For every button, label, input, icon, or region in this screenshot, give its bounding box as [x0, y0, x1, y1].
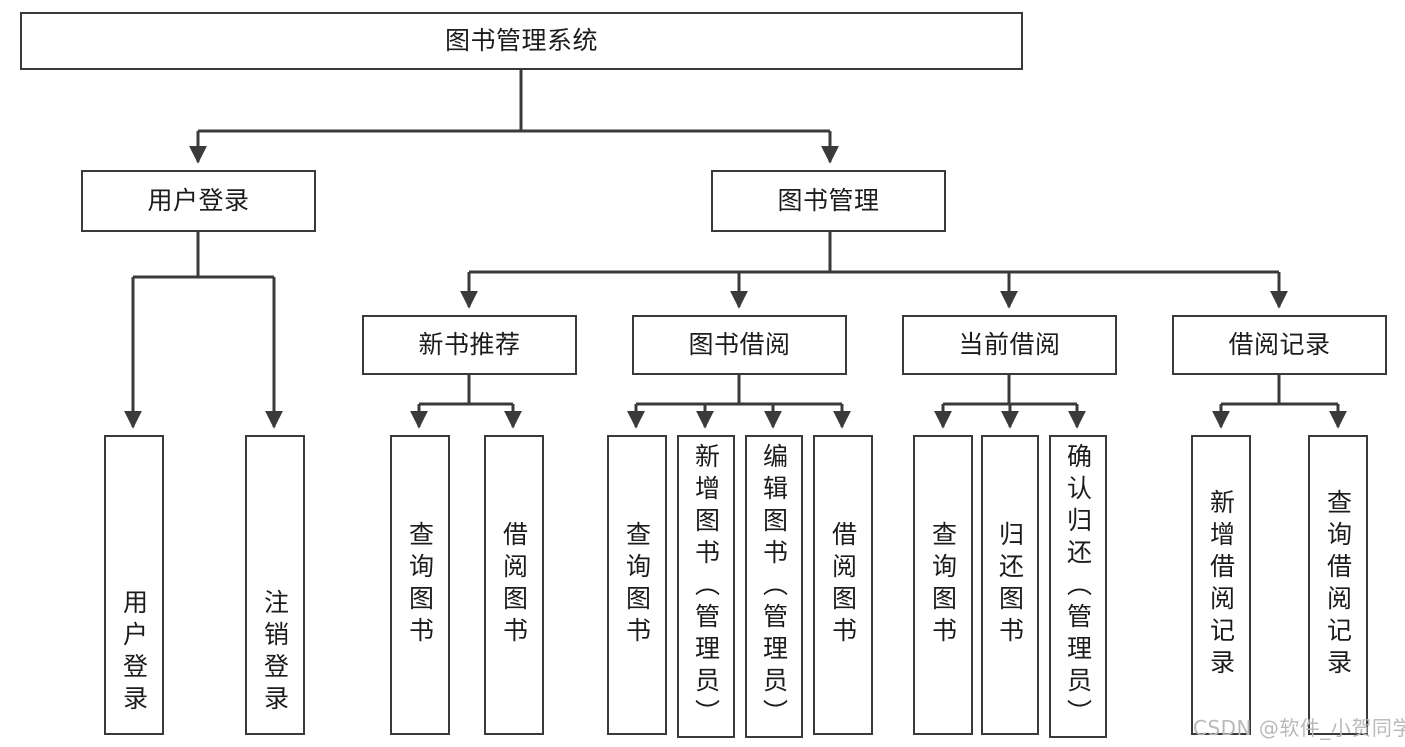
- node-leaf-bb-edit-book[interactable]: 编辑图书（管理员）: [745, 435, 803, 738]
- node-root-system[interactable]: 图书管理系统: [20, 12, 1023, 70]
- node-leaf-br-query-record-label: 查询借阅记录: [1323, 489, 1353, 681]
- node-leaf-logout-label: 注销登录: [260, 589, 290, 717]
- node-book-manage[interactable]: 图书管理: [711, 170, 946, 232]
- node-leaf-nb-query-book[interactable]: 查询图书: [390, 435, 450, 735]
- node-borrow-record[interactable]: 借阅记录: [1172, 315, 1387, 375]
- node-leaf-cb-confirm-return[interactable]: 确认归还（管理员）: [1049, 435, 1107, 738]
- node-leaf-br-add-record[interactable]: 新增借阅记录: [1191, 435, 1251, 735]
- node-new-book-recommend-label: 新书推荐: [418, 330, 521, 360]
- node-leaf-bb-query-book-label: 查询图书: [622, 521, 652, 649]
- node-leaf-bb-edit-book-label: 编辑图书（管理员）: [759, 443, 789, 731]
- node-book-manage-label: 图书管理: [777, 186, 880, 216]
- node-leaf-bb-borrow-book-label: 借阅图书: [828, 521, 858, 649]
- node-current-borrow-label: 当前借阅: [958, 330, 1061, 360]
- node-leaf-nb-borrow-book[interactable]: 借阅图书: [484, 435, 544, 735]
- node-root-system-label: 图书管理系统: [444, 26, 598, 56]
- node-leaf-nb-query-book-label: 查询图书: [405, 521, 435, 649]
- node-leaf-bb-add-book-label: 新增图书（管理员）: [691, 443, 721, 731]
- node-leaf-bb-query-book[interactable]: 查询图书: [607, 435, 667, 735]
- node-leaf-cb-confirm-return-label: 确认归还（管理员）: [1063, 443, 1093, 731]
- node-leaf-br-add-record-label: 新增借阅记录: [1206, 489, 1236, 681]
- node-borrow-record-label: 借阅记录: [1228, 330, 1331, 360]
- node-leaf-cb-return-book[interactable]: 归还图书: [981, 435, 1039, 735]
- node-book-borrow-label: 图书借阅: [688, 330, 791, 360]
- node-leaf-logout[interactable]: 注销登录: [245, 435, 305, 735]
- node-leaf-cb-return-book-label: 归还图书: [995, 521, 1025, 649]
- node-user-login-label: 用户登录: [147, 186, 250, 216]
- node-leaf-cb-query-book[interactable]: 查询图书: [913, 435, 973, 735]
- node-leaf-user-login[interactable]: 用户登录: [104, 435, 164, 735]
- node-new-book-recommend[interactable]: 新书推荐: [362, 315, 577, 375]
- node-leaf-br-query-record[interactable]: 查询借阅记录: [1308, 435, 1368, 735]
- node-book-borrow[interactable]: 图书借阅: [632, 315, 847, 375]
- node-current-borrow[interactable]: 当前借阅: [902, 315, 1117, 375]
- node-leaf-cb-query-book-label: 查询图书: [928, 521, 958, 649]
- node-leaf-bb-borrow-book[interactable]: 借阅图书: [813, 435, 873, 735]
- node-leaf-bb-add-book[interactable]: 新增图书（管理员）: [677, 435, 735, 738]
- node-user-login[interactable]: 用户登录: [81, 170, 316, 232]
- node-leaf-user-login-label: 用户登录: [119, 589, 149, 717]
- node-leaf-nb-borrow-book-label: 借阅图书: [499, 521, 529, 649]
